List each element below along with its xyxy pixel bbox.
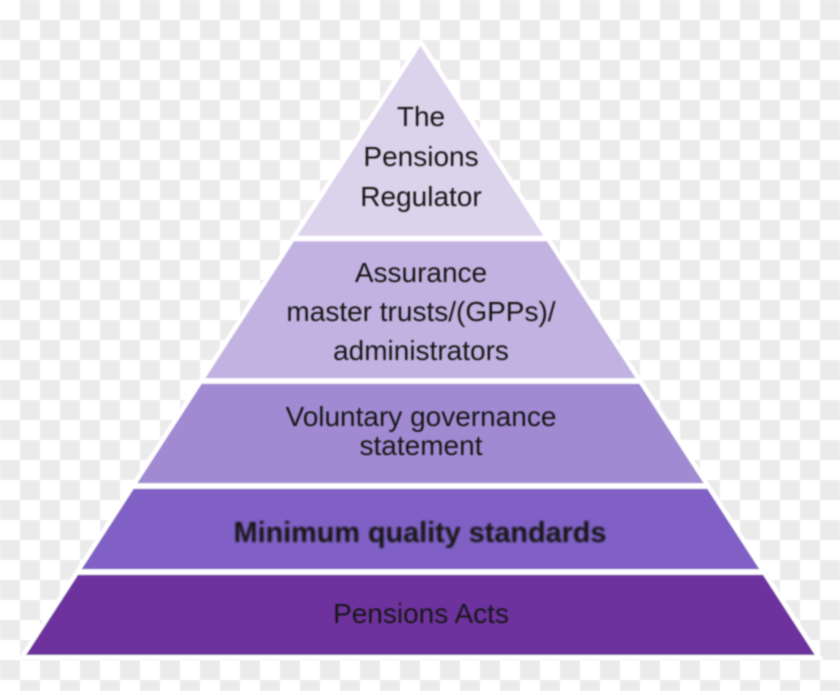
svg-text:administrators: administrators — [333, 335, 509, 366]
svg-text:Regulator: Regulator — [360, 181, 481, 212]
svg-text:Pensions Acts: Pensions Acts — [333, 598, 509, 629]
svg-text:Minimum quality standards: Minimum quality standards — [234, 517, 607, 549]
svg-text:Assurance: Assurance — [355, 257, 487, 288]
svg-text:Voluntary governance: Voluntary governance — [286, 401, 557, 432]
svg-text:master trusts/(GPPs)/: master trusts/(GPPs)/ — [286, 296, 555, 327]
svg-text:Pensions: Pensions — [363, 141, 478, 172]
svg-text:The: The — [397, 101, 445, 132]
svg-text:statement: statement — [360, 430, 483, 461]
